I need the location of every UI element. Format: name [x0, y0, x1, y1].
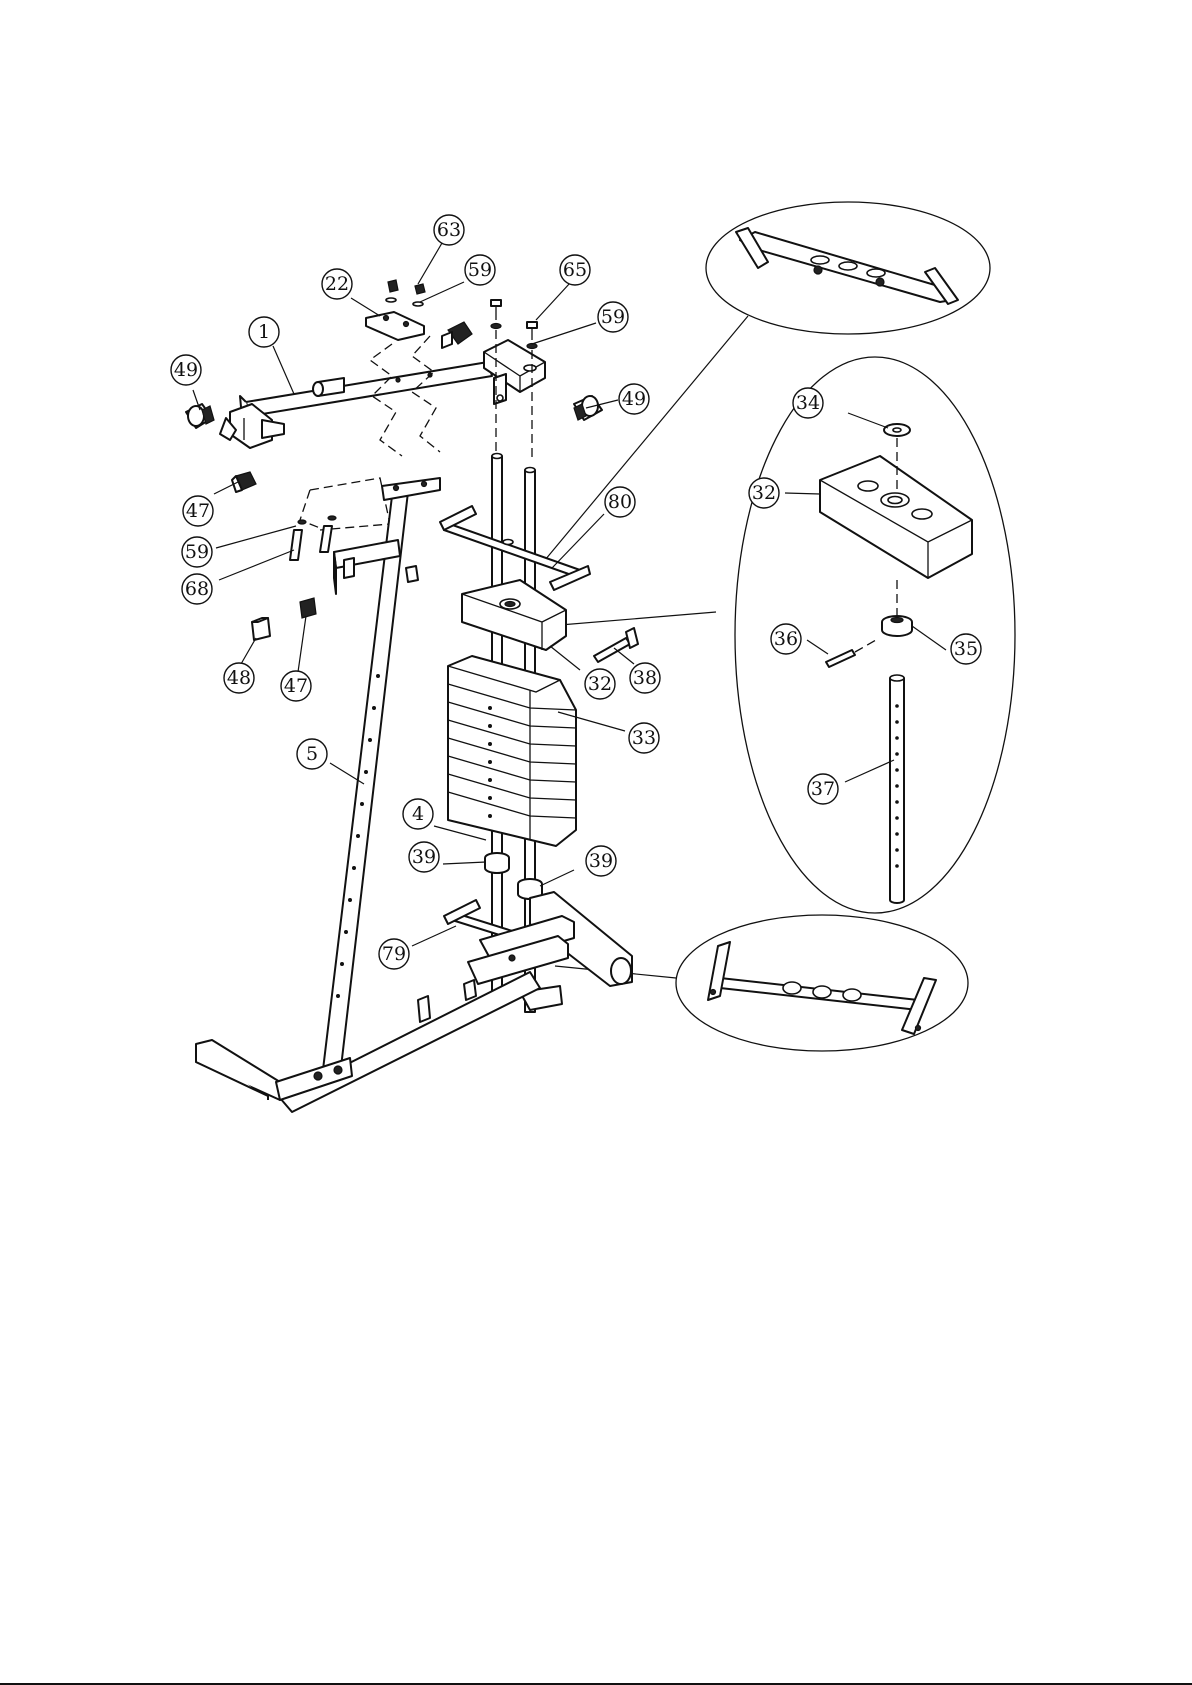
cap-47-upper: [232, 472, 256, 492]
callout-4: 4: [403, 799, 433, 829]
callout-59-left: 59: [182, 537, 212, 567]
detail-ellipse-top-plate: [706, 202, 990, 334]
bumper-left: [485, 853, 509, 873]
base-frame: [196, 892, 632, 1112]
top-mount-plate: [366, 280, 472, 348]
callout-79: 79: [379, 939, 409, 969]
svg-text:63: 63: [437, 219, 461, 241]
cap-48: [252, 618, 270, 640]
svg-text:49: 49: [174, 359, 198, 381]
svg-text:1: 1: [258, 321, 270, 343]
svg-text:59: 59: [468, 259, 492, 281]
svg-text:38: 38: [633, 667, 657, 689]
callout-34: 34: [793, 388, 823, 418]
svg-text:79: 79: [382, 943, 406, 965]
svg-text:80: 80: [608, 491, 632, 513]
callout-65: 65: [560, 255, 590, 285]
svg-text:35: 35: [954, 638, 978, 660]
svg-text:68: 68: [185, 578, 209, 600]
weight-top-block: [462, 580, 566, 650]
callout-1: 1: [249, 317, 279, 347]
callout-32-detail: 32: [749, 478, 779, 508]
svg-text:32: 32: [588, 673, 612, 695]
callout-5: 5: [297, 739, 327, 769]
upright-bolts: [290, 516, 336, 560]
svg-text:22: 22: [325, 273, 349, 295]
guide-top-plate: [440, 506, 590, 590]
callout-36: 36: [771, 624, 801, 654]
svg-text:48: 48: [227, 667, 251, 689]
callout-48: 48: [224, 663, 254, 693]
svg-text:39: 39: [412, 846, 436, 868]
svg-text:36: 36: [774, 628, 798, 650]
svg-text:4: 4: [412, 803, 424, 825]
callout-59-top: 59: [465, 255, 495, 285]
detail-leader-lines: [545, 316, 748, 978]
callout-47-upper: 47: [183, 496, 213, 526]
callout-80: 80: [605, 487, 635, 517]
callout-68: 68: [182, 574, 212, 604]
svg-text:33: 33: [632, 727, 656, 749]
callout-47-lower: 47: [281, 671, 311, 701]
svg-text:32: 32: [752, 482, 776, 504]
callout-37: 37: [808, 774, 838, 804]
svg-text:47: 47: [186, 500, 210, 522]
callout-32-main: 32: [585, 669, 615, 699]
weight-stack: [448, 656, 576, 846]
callout-49-left: 49: [171, 355, 201, 385]
callout-33: 33: [629, 723, 659, 753]
callout-63: 63: [434, 215, 464, 245]
callout-39-left: 39: [409, 842, 439, 872]
svg-text:59: 59: [601, 306, 625, 328]
callout-39-right: 39: [586, 846, 616, 876]
svg-text:59: 59: [185, 541, 209, 563]
top-right-bolts: [491, 300, 537, 349]
cap-47-lower: [300, 598, 316, 618]
callout-22: 22: [322, 269, 352, 299]
callout-leaders: [193, 243, 946, 946]
svg-text:5: 5: [306, 743, 318, 765]
front-upright: [322, 478, 440, 1078]
svg-text:49: 49: [622, 388, 646, 410]
svg-text:47: 47: [284, 675, 308, 697]
selector-pin: [594, 628, 638, 662]
svg-text:65: 65: [563, 259, 587, 281]
callout-38: 38: [630, 663, 660, 693]
callout-59-right: 59: [598, 302, 628, 332]
svg-text:34: 34: [796, 392, 820, 414]
detail-ellipse-bottom-plate: [676, 915, 968, 1051]
svg-text:39: 39: [589, 850, 613, 872]
end-cap-left: [186, 404, 214, 428]
svg-text:37: 37: [811, 778, 835, 800]
callout-35: 35: [951, 634, 981, 664]
callout-49-right: 49: [619, 384, 649, 414]
